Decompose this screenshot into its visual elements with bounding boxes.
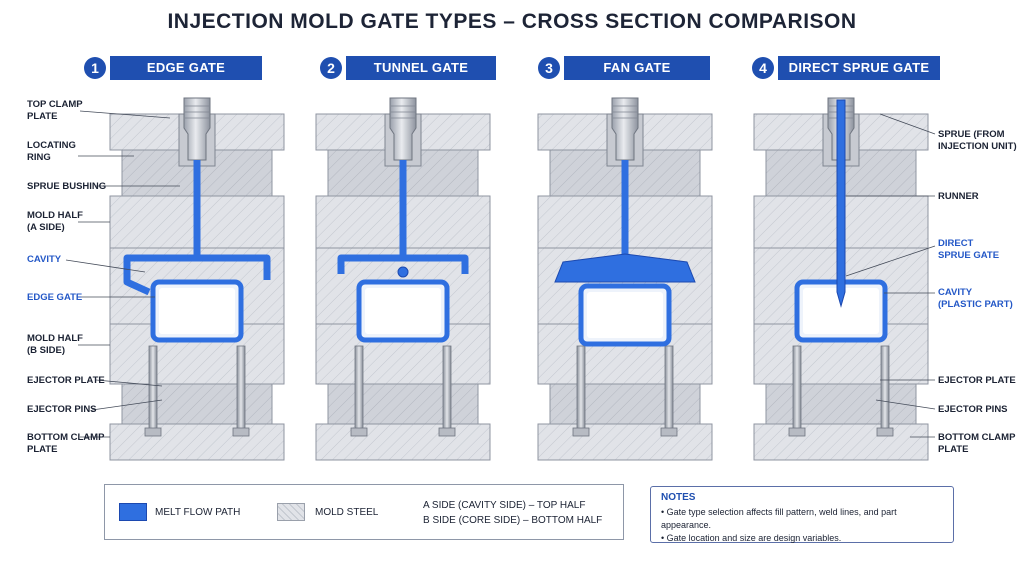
cavity-highlight [159,288,235,334]
legend-melt-swatch [119,503,147,521]
label-edge-gate: EDGE GATE [27,292,83,303]
label-runner: RUNNER [938,191,979,202]
ejector-plate [549,383,701,425]
cavity-highlight [803,288,879,334]
label-ejector-plate: EJECTOR PLATE [27,375,105,386]
ejector-pin [236,345,246,431]
label-sprue: SPRUE (FROM INJECTION UNIT) [938,129,1017,152]
notes-item: • Gate location and size are design vari… [661,533,842,543]
ejector-pin [354,345,364,431]
label-top-clamp-plate: TOP CLAMP PLATE [27,99,83,122]
fan-gate [554,253,696,283]
leader-line-left [95,379,163,387]
panel-2-title: TUNNEL GATE [346,56,496,80]
nozzle [389,97,417,161]
ejector-pin [442,345,452,431]
mold-section-3 [537,97,713,461]
leader-line-left [91,399,163,411]
mold-section-1 [109,97,285,461]
ejector-pin-head [660,427,678,437]
ejector-pin-head [350,427,368,437]
direct-sprue [836,99,846,308]
ejector-pin [792,345,802,431]
legend: MELT FLOW PATH MOLD STEEL A SIDE (CAVITY… [104,484,624,540]
ejector-pin [664,345,674,431]
label-mold-half-a: MOLD HALF (A SIDE) [27,210,83,233]
cavity-highlight [587,292,663,338]
panel-4-title: DIRECT SPRUE GATE [778,56,940,80]
bottom-clamp-plate [315,423,491,461]
ejector-pin [880,345,890,431]
leader-line-right [845,245,936,277]
leader-line-right [879,113,936,135]
label-sprue-bushing: SPRUE BUSHING [27,181,107,192]
label-cavity: CAVITY [27,254,62,265]
panel-2-number: 2 [320,57,342,79]
panel-3-title: FAN GATE [564,56,710,80]
legend-sides: A SIDE (CAVITY SIDE) – TOP HALF B SIDE (… [423,498,602,528]
ejector-pin-head [572,427,590,437]
ejector-pin-head [438,427,456,437]
label-mold-half-b: MOLD HALF (B SIDE) [27,333,83,356]
panel-3-number: 3 [538,57,560,79]
ejector-pin-head [232,427,250,437]
ejector-pin-head [788,427,806,437]
bottom-clamp-plate [537,423,713,461]
label-direct-sprue-gate: DIRECT SPRUE GATE [938,238,1000,261]
ejector-plate [121,383,273,425]
ejector-pin-head [144,427,162,437]
notes-item: • Gate type selection affects fill patte… [661,507,897,530]
panel-1-title: EDGE GATE [110,56,262,80]
ejector-plate [327,383,479,425]
label-bottom-clamp-plate: BOTTOM CLAMP PLATE [27,432,105,455]
page-title: INJECTION MOLD GATE TYPES – CROSS SECTIO… [167,10,857,33]
ejector-pin-head [876,427,894,437]
label-locating-ring: LOCATING RING [27,140,76,163]
leader-line-left [65,259,146,273]
ejector-plate [765,383,917,425]
label-ejector-pins: EJECTOR PINS [27,404,97,415]
melt-runner [337,254,469,274]
notes-title: NOTES [661,492,696,503]
mold-section-4 [753,97,929,461]
leader-line-left [79,110,171,119]
legend-steel-label: MOLD STEEL [315,507,379,518]
leader-line-right [875,399,936,410]
label-cavity-plastic-part: CAVITY (PLASTIC PART) [938,287,1013,310]
notes-panel: NOTES • Gate type selection affects fill… [650,486,954,543]
nozzle [611,97,639,161]
ejector-pin [576,345,586,431]
legend-side-b: B SIDE (CORE SIDE) – BOTTOM HALF [423,515,603,526]
bottom-clamp-plate [109,423,285,461]
melt-runner-branch [197,254,271,280]
ejector-pin [148,345,158,431]
panel-4-number: 4 [752,57,774,79]
cavity-highlight [365,288,441,334]
legend-side-a: A SIDE (CAVITY SIDE) – TOP HALF [423,500,586,511]
label-ejector-pins-right: EJECTOR PINS [938,404,1008,415]
bottom-clamp-plate [753,423,929,461]
melt-runner [123,160,201,296]
legend-melt-label: MELT FLOW PATH [155,507,241,518]
label-ejector-plate-right: EJECTOR PLATE [938,375,1016,386]
tunnel-gate-tip [397,266,409,278]
nozzle [183,97,211,161]
mold-section-2 [315,97,491,461]
label-bottom-clamp-plate-right: BOTTOM CLAMP PLATE [938,432,1016,455]
legend-steel-swatch [277,503,305,521]
panel-1-number: 1 [84,57,106,79]
